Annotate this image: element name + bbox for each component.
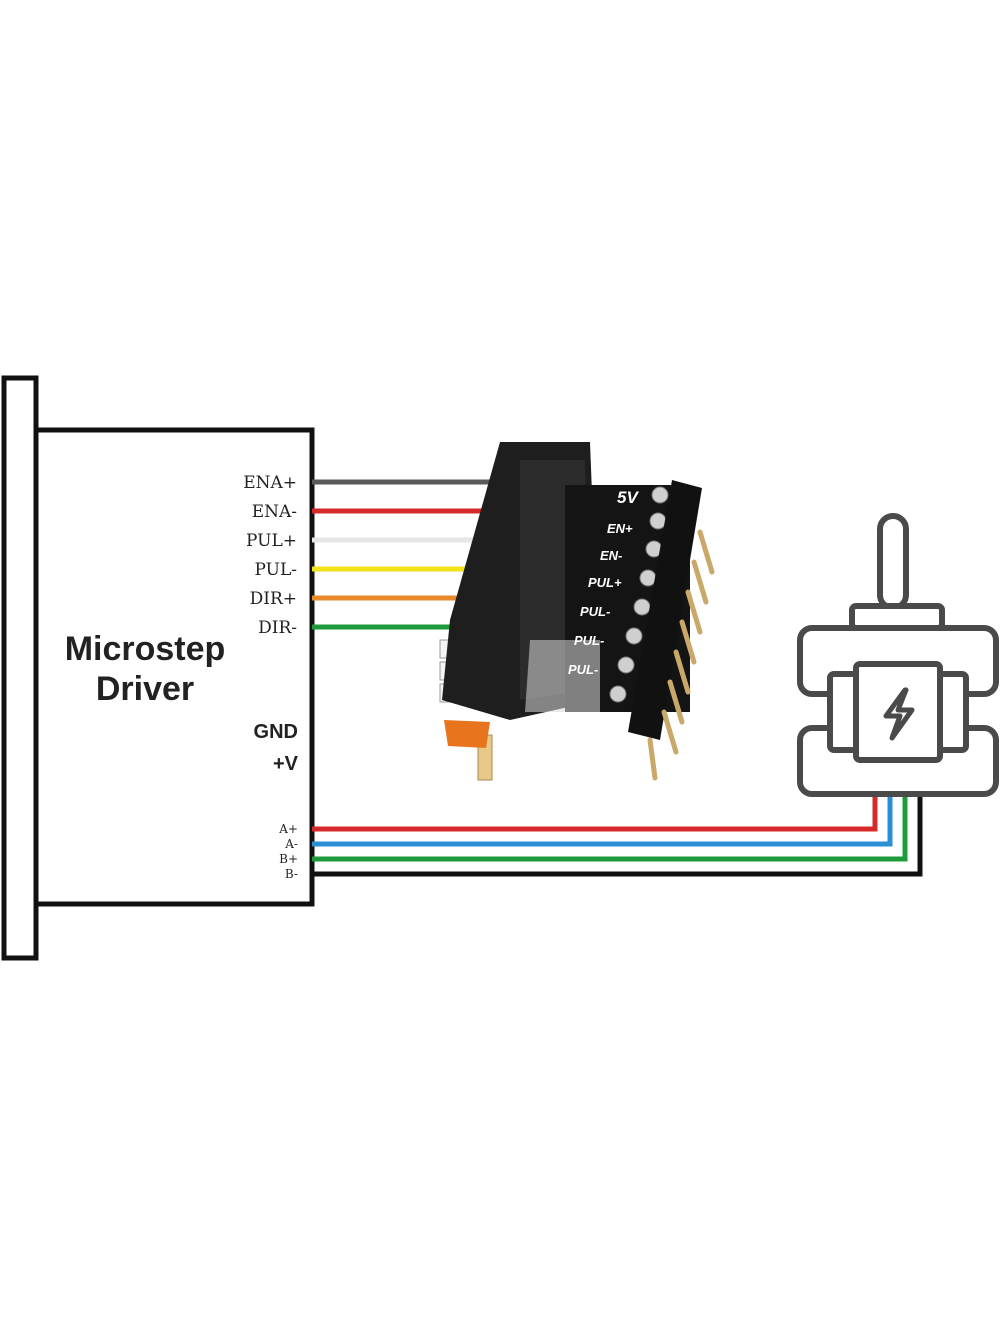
pin-label-dir-plus: DIR+ bbox=[250, 589, 297, 609]
right-header-pins bbox=[647, 529, 715, 781]
microstep-driver: Microstep Driver ENA+ ENA- PUL+ PUL- DIR… bbox=[1, 375, 315, 961]
lightning-bolt-icon bbox=[883, 687, 915, 741]
driver-mounting-plate bbox=[1, 375, 39, 961]
pin-label-dir-minus: DIR- bbox=[258, 618, 297, 638]
module-pin-pul-minus-2: PUL- bbox=[574, 633, 604, 648]
wire-b-minus bbox=[312, 790, 923, 877]
pin-label-gnd: GND bbox=[254, 721, 298, 743]
pin-label-pul-plus: PUL+ bbox=[246, 531, 297, 551]
driver-case bbox=[33, 427, 315, 907]
pin-label-b-plus: B+ bbox=[279, 852, 298, 866]
pin-label-ena-plus: ENA+ bbox=[243, 473, 297, 493]
wire-a-plus bbox=[312, 790, 878, 832]
pin-label-b-minus: B- bbox=[285, 867, 298, 881]
wire-a-minus bbox=[312, 790, 893, 847]
driver-title-line2: Driver bbox=[96, 670, 194, 708]
module-pin-pul-minus-1: PUL- bbox=[580, 604, 610, 619]
pin-label-v-plus: +V bbox=[273, 753, 299, 775]
driver-title-line1: Microstep bbox=[65, 630, 226, 668]
module-pin-en-minus: EN- bbox=[600, 548, 622, 563]
module-voltage-label: 5V bbox=[617, 488, 639, 507]
pin-label-pul-minus: PUL- bbox=[255, 560, 298, 580]
motor-shaft bbox=[877, 513, 909, 611]
stepper-motor-icon bbox=[797, 513, 999, 797]
right-header-strip bbox=[628, 480, 702, 740]
pin-label-a-minus: A- bbox=[284, 837, 298, 851]
orange-component bbox=[444, 720, 490, 748]
screw-terminals bbox=[609, 486, 669, 703]
module-pin-pul-plus: PUL+ bbox=[588, 575, 622, 590]
motor-top-cap bbox=[849, 603, 945, 631]
module-pin-en-plus: EN+ bbox=[607, 521, 633, 536]
pin-label-ena-minus: ENA- bbox=[252, 502, 297, 522]
pin-label-a-plus: A+ bbox=[278, 822, 298, 836]
motor-wires bbox=[312, 790, 923, 877]
module-pin-pul-minus-3: PUL- bbox=[568, 662, 598, 677]
wire-b-plus bbox=[312, 790, 908, 862]
breakout-module: 5V EN+ EN- PUL+ PUL- PUL- PUL- bbox=[439, 442, 715, 781]
